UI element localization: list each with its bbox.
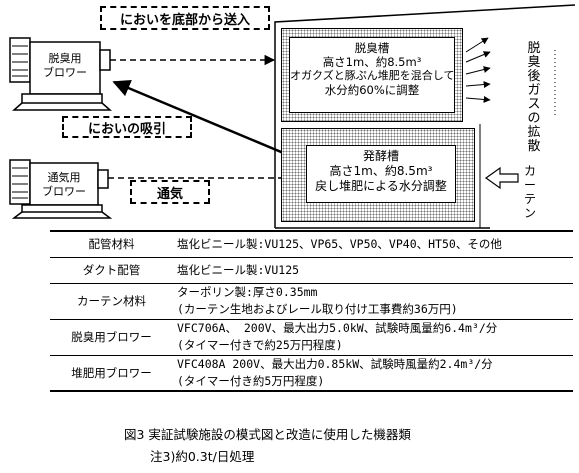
facility-diagram: においを底部から送入 においの吸引 通気 脱臭用 ブロワー 通気用 ブロワー 脱… bbox=[0, 0, 579, 230]
table-row: カーテン材料ターポリン製:厚さ0.35mm (カーテン生地およびレール取り付け工事… bbox=[50, 282, 573, 319]
curtain-arrow-icon bbox=[484, 166, 519, 190]
row-value-line: (タイマー付きで約25万円程度) bbox=[177, 338, 343, 352]
label-feed-from-bottom: においを底部から送入 bbox=[100, 6, 270, 30]
aeration-blower-icon bbox=[9, 159, 113, 219]
label-suction: においの吸引 bbox=[62, 116, 192, 138]
row-value-line: (タイマー付き約5万円程度) bbox=[177, 373, 325, 388]
curtain-label: カーテン bbox=[523, 164, 536, 220]
fermentation-tank: 発酵槽 高さ1m、約8.5m³ 戻し堆肥による水分調整 bbox=[281, 128, 475, 222]
gas-diffusion-label: 脱臭後ガスの拡散 bbox=[527, 41, 541, 154]
row-value: 塩化ビニール製:VU125、VP65、VP50、VP40、HT50、その他 bbox=[173, 230, 573, 257]
row-value: VFC408A 200V、最大出力0.85kW、試験時風量約2.4m³/分 (タイ… bbox=[173, 354, 573, 392]
row-name: 配管材料 bbox=[50, 230, 173, 257]
table-row: 配管材料塩化ビニール製:VU125、VP65、VP50、VP40、HT50、その… bbox=[50, 230, 573, 257]
figure-note: 注3)約0.3t/日処理 bbox=[150, 449, 255, 464]
deodor-tank-info: 脱臭槽 高さ1m、約8.5m³ オガクズと豚ぷん堆肥を混合して 水分約60%に調… bbox=[289, 37, 455, 113]
row-value: ターポリン製:厚さ0.35mm (カーテン生地およびレール取り付け工事費約36万円… bbox=[173, 282, 573, 319]
row-value-line: 塩化ビニール製:VU125 bbox=[177, 262, 300, 277]
aeration-blower-label: 通気用 ブロワー bbox=[42, 171, 86, 198]
row-value-line: ターポリン製:厚さ0.35mm bbox=[177, 285, 318, 299]
row-name: 脱臭用ブロワー bbox=[50, 318, 173, 355]
deodor-tank: 脱臭槽 高さ1m、約8.5m³ オガクズと豚ぷん堆肥を混合して 水分約60%に調… bbox=[281, 28, 463, 122]
row-value-line: 塩化ビニール製:VU125、VP65、VP50、VP40、HT50、その他 bbox=[177, 236, 502, 251]
table-row: ダクト配管塩化ビニール製:VU125 bbox=[50, 256, 573, 283]
row-value: VFC706A、 200V、最大出力5.0kW、試験時風量約6.4m³/分 (タイ… bbox=[173, 318, 573, 355]
row-value: 塩化ビニール製:VU125 bbox=[173, 256, 573, 283]
row-value-line: VFC706A、 200V、最大出力5.0kW、試験時風量約6.4m³/分 bbox=[177, 321, 498, 335]
row-name: カーテン材料 bbox=[50, 282, 173, 319]
row-value-line: (カーテン生地およびレール取り付け工事費約36万円) bbox=[177, 302, 458, 316]
label-aeration: 通気 bbox=[130, 180, 210, 204]
deodor-blower-label: 脱臭用 ブロワー bbox=[43, 52, 87, 79]
deodor-blower-icon bbox=[9, 37, 112, 111]
fermentation-tank-info: 発酵槽 高さ1m、約8.5m³ 戻し堆肥による水分調整 bbox=[306, 145, 456, 203]
figure-caption: 図3 実証試験施設の模式図と改造に使用した機器類 bbox=[124, 427, 411, 442]
equipment-table: 配管材料塩化ビニール製:VU125、VP65、VP50、VP40、HT50、その… bbox=[50, 230, 573, 392]
row-name: 堆肥用ブロワー bbox=[50, 354, 173, 392]
diagram-lines bbox=[9, 4, 576, 229]
row-value-line: VFC408A 200V、最大出力0.85kW、試験時風量約2.4m³/分 bbox=[177, 356, 493, 371]
row-name: ダクト配管 bbox=[50, 256, 173, 283]
